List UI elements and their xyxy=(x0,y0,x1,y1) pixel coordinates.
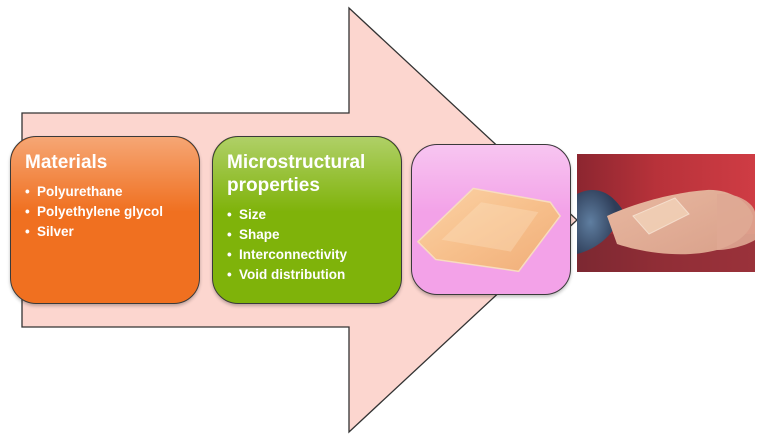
dressing-sample-box xyxy=(411,144,571,295)
dressing-on-arm-shape xyxy=(632,197,690,235)
dressing-pad-highlight xyxy=(441,202,539,252)
list-item: • Interconnectivity xyxy=(227,245,401,265)
microstructure-title: Microstructural properties xyxy=(227,151,401,197)
bullet-icon: • xyxy=(227,227,232,242)
dressing-on-hand-photo xyxy=(577,154,755,272)
arm-shape xyxy=(607,189,753,255)
materials-item-label: Silver xyxy=(37,224,74,239)
microstructure-title-line1: Microstructural xyxy=(227,152,366,173)
hand-photo-drawing xyxy=(577,154,755,272)
materials-item-label: Polyurethane xyxy=(37,184,123,199)
bullet-icon: • xyxy=(227,207,232,222)
microstructure-list: • Size • Shape • Interconnectivity • Void di… xyxy=(227,205,401,285)
microstructure-box: Microstructural properties • Size • Shape … xyxy=(212,136,402,304)
microstructure-item-label: Shape xyxy=(239,227,280,242)
list-item: • Shape xyxy=(227,225,401,245)
sleeve-shape xyxy=(577,189,622,254)
microstructure-item-label: Size xyxy=(239,207,267,222)
materials-item-label: Polyethylene glycol xyxy=(37,204,164,219)
dressing-pad-shape xyxy=(416,187,562,273)
wound-dressing-sample-photo xyxy=(416,187,562,273)
microstructure-title-line2: properties xyxy=(227,175,320,196)
list-item: • Size xyxy=(227,205,401,225)
fingers-shape xyxy=(717,193,755,250)
microstructure-item-label: Void distribution xyxy=(239,267,346,282)
bullet-icon: • xyxy=(227,247,232,262)
bullet-icon: • xyxy=(25,224,30,239)
list-item: • Polyethylene glycol xyxy=(25,202,199,222)
materials-title: Materials xyxy=(25,152,108,173)
microstructure-item-label: Interconnectivity xyxy=(239,247,348,262)
bullet-icon: • xyxy=(25,204,30,219)
materials-list: • Polyurethane • Polyethylene glycol • Silv… xyxy=(25,182,199,242)
bullet-icon: • xyxy=(227,267,232,282)
materials-box: Materials • Polyurethane • Polyethylene gl… xyxy=(10,136,200,304)
list-item: • Void distribution xyxy=(227,265,401,285)
bullet-icon: • xyxy=(25,184,30,199)
list-item: • Polyurethane xyxy=(25,182,199,202)
list-item: • Silver xyxy=(25,222,199,242)
